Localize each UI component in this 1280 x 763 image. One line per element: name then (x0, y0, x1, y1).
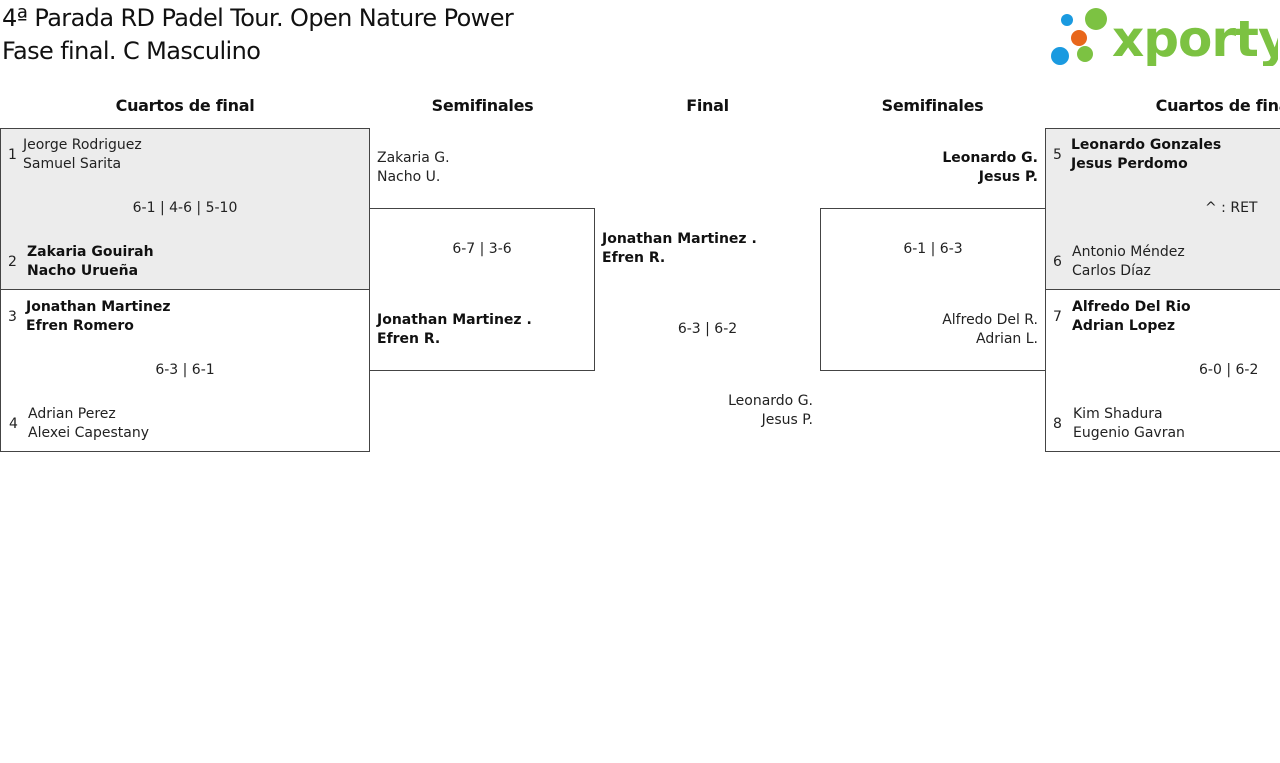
player-name: Efren R. (602, 250, 666, 266)
player-name: Zakaria G. (377, 150, 450, 166)
round-header-semifinals-left: Semifinales (431, 96, 534, 115)
team-bottom[interactable]: Antonio Méndez Carlos Díaz (1072, 243, 1185, 281)
team-top-winner[interactable]: Jonathan Martinez Efren Romero (26, 298, 171, 336)
team-top-winner[interactable]: Alfredo Del Rio Adrian Lopez (1072, 298, 1191, 336)
player-name: Jesus P. (761, 412, 813, 428)
player-name: Leonardo Gonzales (1071, 137, 1222, 153)
round-header-quarterfinals-left: Cuartos de final (115, 96, 255, 115)
player-name: Alfredo Del R. (942, 312, 1038, 328)
seed-number: 3 (8, 309, 17, 325)
team-top[interactable]: Jeorge Rodriguez Samuel Sarita (23, 136, 142, 174)
seed-number: 4 (9, 416, 18, 432)
player-name: Jonathan Martinez . (602, 231, 757, 247)
semifinal-left-team-bottom-winner[interactable]: Jonathan Martinez . Efren R. (377, 311, 532, 349)
match-semifinal-left[interactable]: 6-7 | 3-6 Jonathan Martinez . Efren R. (369, 208, 595, 371)
seed-number: 8 (1053, 416, 1062, 432)
match-score: 6-0 | 6-2 (1199, 362, 1259, 378)
match-quarterfinal-2[interactable]: 3 Jonathan Martinez Efren Romero 6-3 | 6… (0, 289, 370, 452)
seed-number: 2 (8, 254, 17, 270)
player-name: Carlos Díaz (1072, 263, 1151, 279)
player-name: Jeorge Rodriguez (23, 137, 142, 153)
player-name: Jesus P. (978, 169, 1038, 185)
player-name: Antonio Méndez (1072, 244, 1185, 260)
player-name: Alexei Capestany (28, 425, 150, 441)
player-name: Samuel Sarita (23, 156, 122, 172)
semifinal-left-team-top[interactable]: Zakaria G. Nacho U. (377, 149, 450, 187)
player-name: Adrian Lopez (1072, 318, 1176, 334)
page-title-line1: 4ª Parada RD Padel Tour. Open Nature Pow… (2, 4, 514, 32)
match-score: 6-7 | 3-6 (452, 241, 512, 257)
round-header-quarterfinals-right: Cuartos de final (1155, 96, 1280, 115)
player-name: Kim Shadura (1073, 406, 1163, 422)
player-name: Efren R. (377, 331, 441, 347)
player-name: Nacho U. (377, 169, 441, 185)
match-score: 6-3 | 6-1 (155, 362, 215, 378)
match-quarterfinal-1[interactable]: 1 Jeorge Rodriguez Samuel Sarita 6-1 | 4… (0, 128, 370, 290)
logo-dot-blue-small (1051, 47, 1069, 65)
match-score: ^ : RET (1205, 200, 1258, 216)
team-bottom[interactable]: Kim Shadura Eugenio Gavran (1073, 405, 1185, 443)
match-score: 6-1 | 6-3 (903, 241, 963, 257)
logo-text: xporty (1112, 10, 1278, 66)
logo-dot-green (1085, 8, 1107, 30)
player-name: Eugenio Gavran (1073, 425, 1185, 441)
player-name: Adrian L. (975, 331, 1038, 347)
match-semifinal-right[interactable]: 6-1 | 6-3 Alfredo Del R. Adrian L. (820, 208, 1046, 371)
xporty-logo[interactable]: xporty (1050, 4, 1278, 66)
final-team-top-winner[interactable]: Jonathan Martinez . Efren R. (602, 230, 757, 268)
player-name: Leonardo G. (942, 150, 1038, 166)
player-name: Leonardo G. (728, 393, 813, 409)
seed-number: 7 (1053, 309, 1062, 325)
team-bottom[interactable]: Adrian Perez Alexei Capestany (28, 405, 149, 443)
final-score: 6-3 | 6-2 (677, 321, 738, 337)
player-name: Adrian Perez (28, 406, 116, 422)
player-name: Jonathan Martinez (26, 299, 171, 315)
player-name: Jesus Perdomo (1071, 156, 1188, 172)
logo-dot-orange (1071, 30, 1087, 46)
team-bottom-winner[interactable]: Zakaria Gouirah Nacho Urueña (27, 243, 154, 281)
player-name: Efren Romero (26, 318, 134, 334)
round-header-final: Final (686, 96, 729, 115)
player-name: Jonathan Martinez . (377, 312, 532, 328)
semifinal-right-team-top-winner[interactable]: Leonardo G. Jesus P. (860, 149, 1038, 187)
match-quarterfinal-4[interactable]: 7 Alfredo Del Rio Adrian Lopez 6-0 | 6-2… (1045, 289, 1280, 452)
semifinal-right-team-bottom[interactable]: Alfredo Del R. Adrian L. (841, 311, 1038, 349)
final-team-bottom[interactable]: Leonardo G. Jesus P. (660, 392, 813, 430)
logo-dot-blue (1061, 14, 1073, 26)
seed-number: 1 (8, 147, 17, 163)
player-name: Zakaria Gouirah (27, 244, 154, 260)
page-title: 4ª Parada RD Padel Tour. Open Nature Pow… (2, 2, 514, 68)
player-name: Alfredo Del Rio (1072, 299, 1191, 315)
team-top-winner[interactable]: Leonardo Gonzales Jesus Perdomo (1071, 136, 1221, 174)
match-quarterfinal-3[interactable]: 5 Leonardo Gonzales Jesus Perdomo ^ : RE… (1045, 128, 1280, 290)
seed-number: 5 (1053, 147, 1062, 163)
match-score: 6-1 | 4-6 | 5-10 (132, 200, 238, 216)
round-header-semifinals-right: Semifinales (881, 96, 984, 115)
seed-number: 6 (1053, 254, 1062, 270)
player-name: Nacho Urueña (27, 263, 139, 279)
logo-dot-green-small (1077, 46, 1093, 62)
page-title-line2: Fase final. C Masculino (2, 37, 261, 65)
